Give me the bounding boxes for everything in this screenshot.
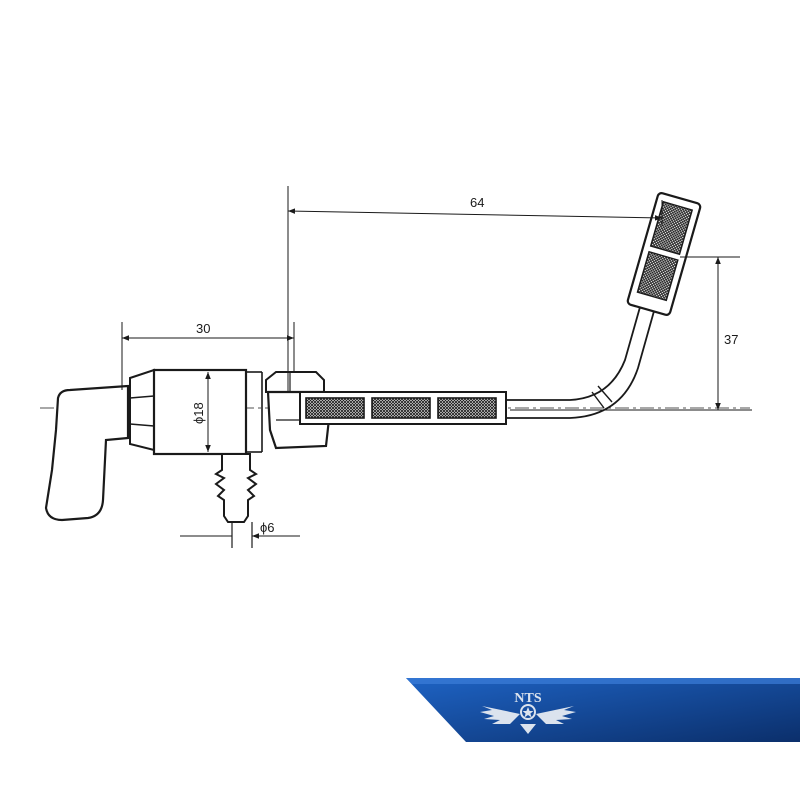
left-nut: [129, 368, 155, 452]
outlet-spigot: [214, 453, 258, 523]
dim-64-line: [287, 208, 663, 221]
filter-screen-1: [305, 397, 365, 419]
dim-phi18-label: ϕ18: [191, 402, 206, 424]
valve-body: [152, 368, 248, 456]
union-nut-top: [265, 371, 325, 393]
lever-handle: [44, 384, 130, 522]
dim-64-label: 64: [470, 195, 484, 210]
filter-screen-3: [437, 397, 497, 419]
dim-phi6-label: ϕ6: [260, 520, 275, 535]
bent-pipe-lower: [506, 303, 657, 419]
dim-30-label: 30: [196, 321, 210, 336]
dim-37-label: 37: [724, 332, 738, 347]
filter-screen-2: [371, 397, 431, 419]
upper-filter: [626, 192, 702, 316]
bent-pipe-upper: [506, 299, 643, 401]
